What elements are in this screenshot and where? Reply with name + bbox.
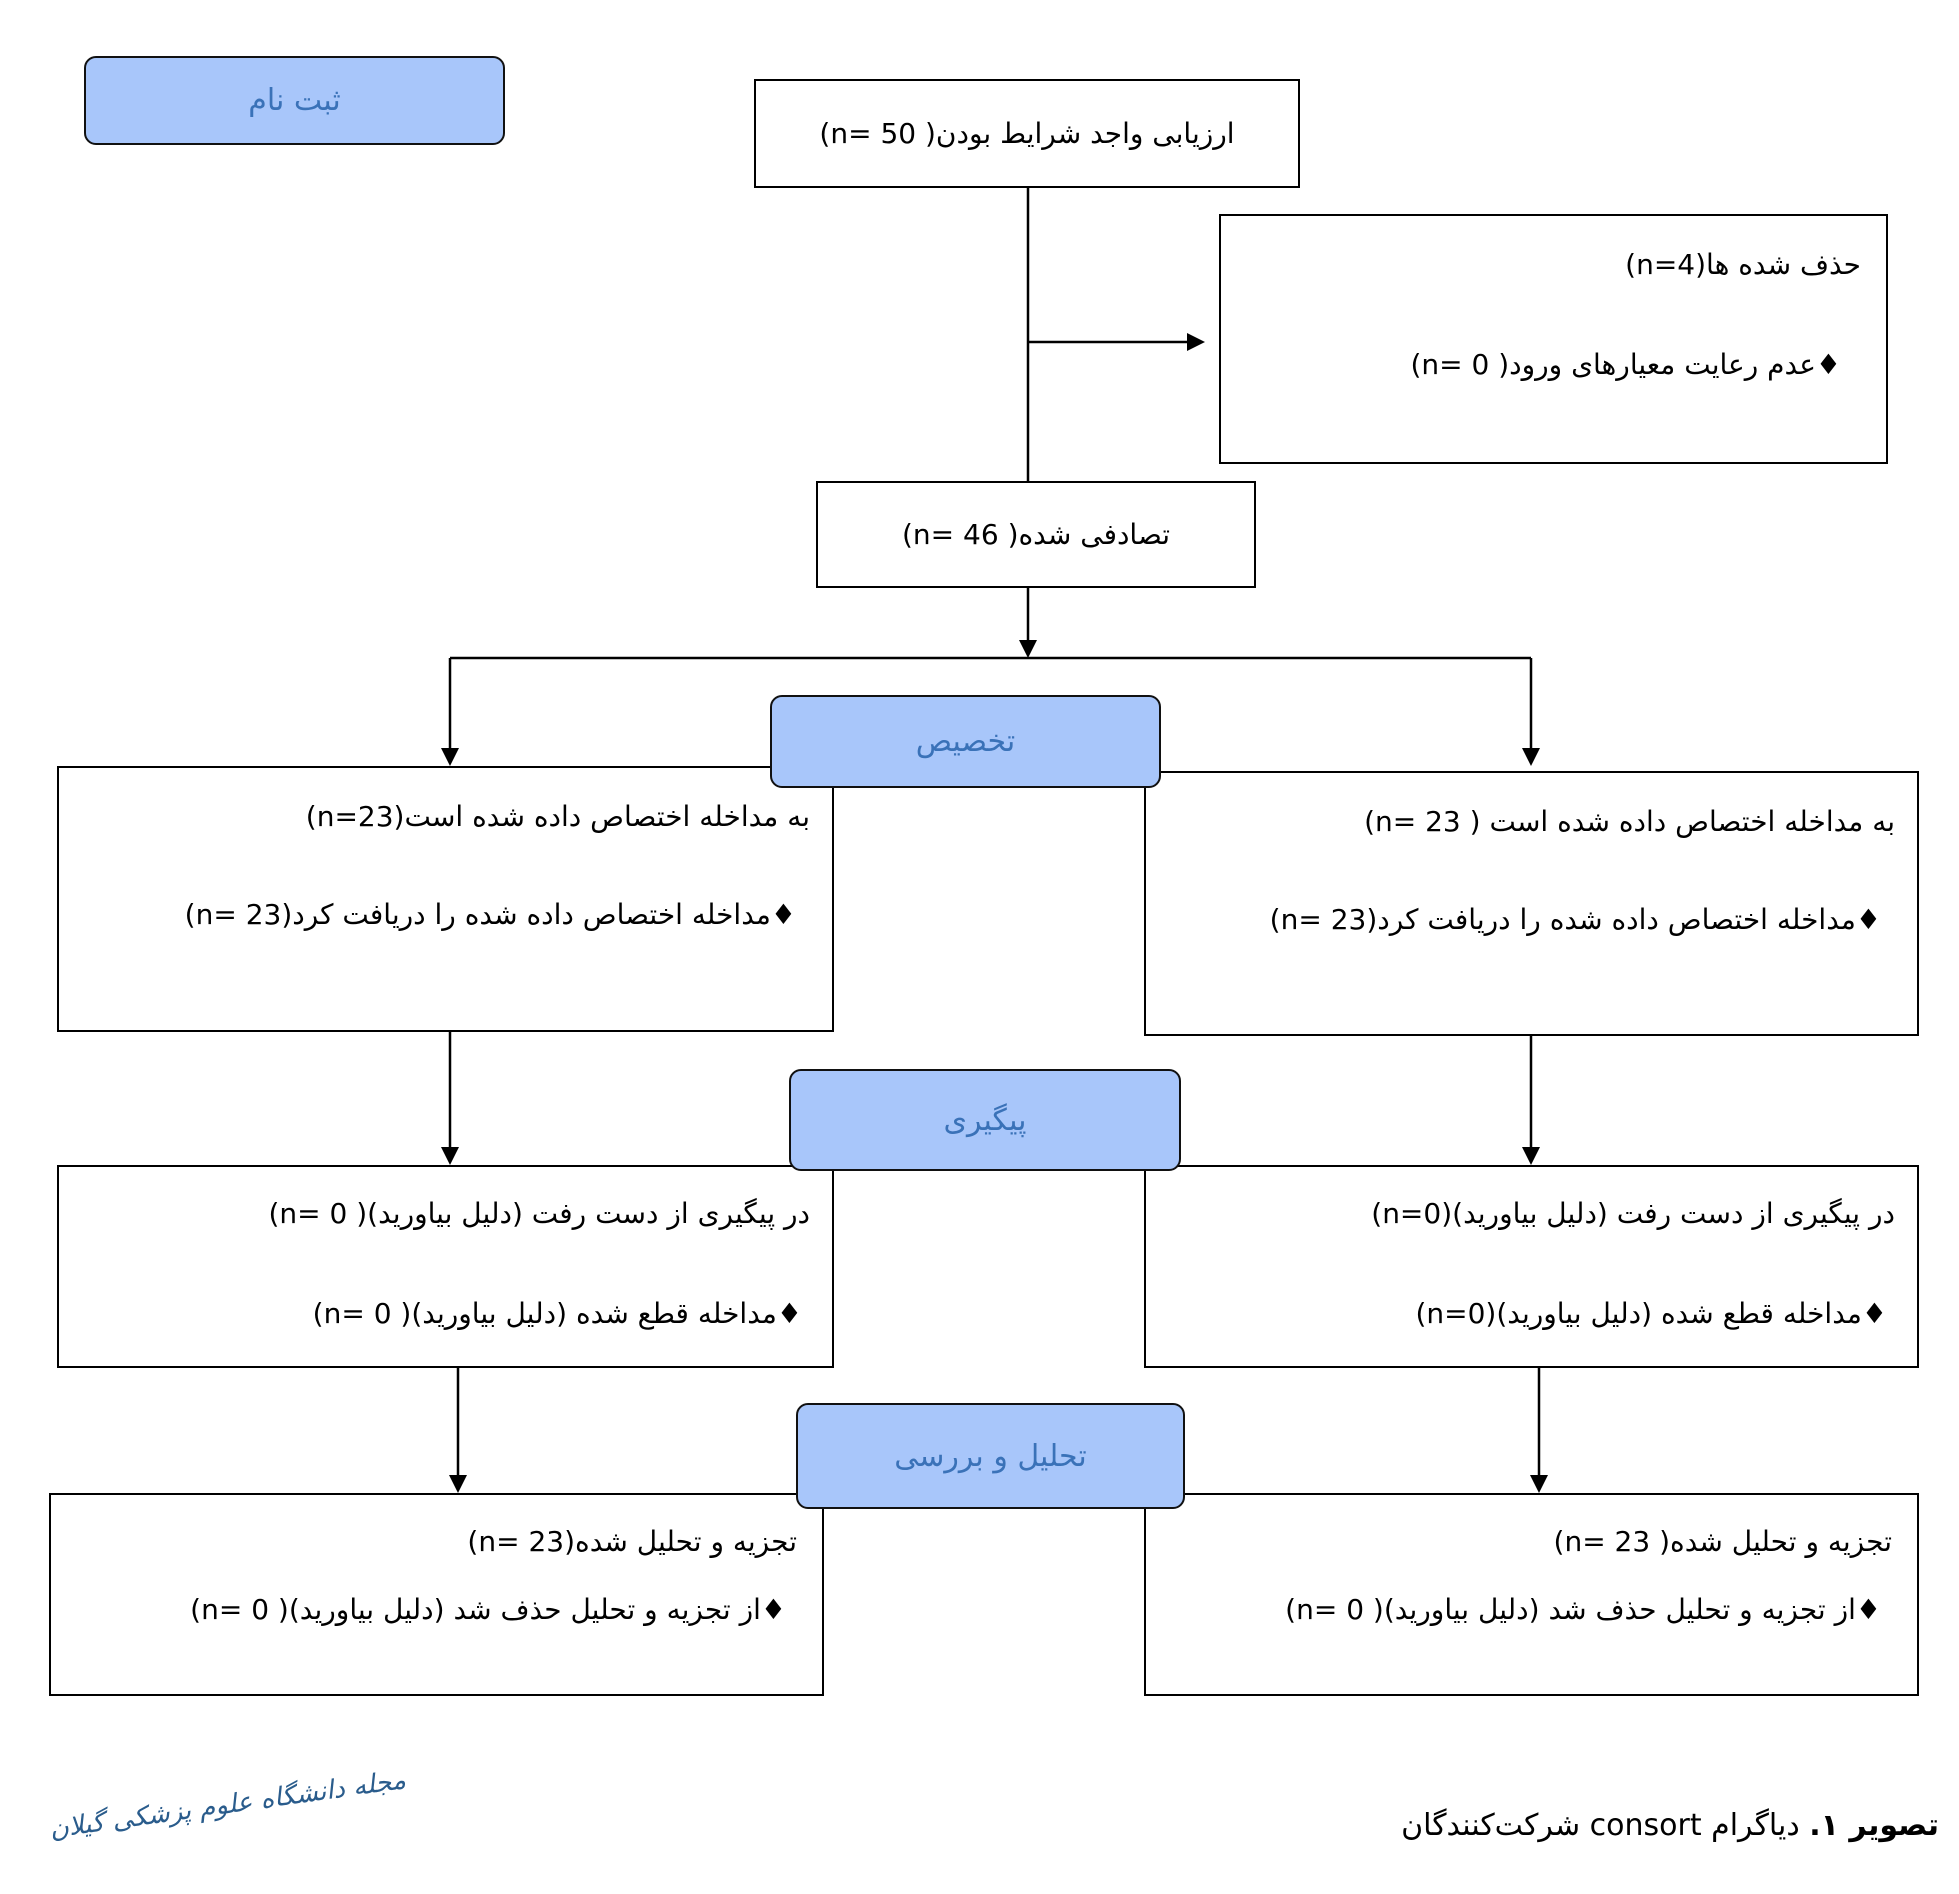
arrowhead bbox=[1522, 1147, 1540, 1165]
figure-caption: تصویر ۱. دیاگرام consort شرکت‌کنندگان bbox=[1401, 1808, 1939, 1843]
left-analysis-box: تجزیه و تحلیل شده(n= 23) ♦از تجزیه و تحل… bbox=[49, 1493, 824, 1696]
excluded-box: حذف شده ها(n=4) ♦عدم رعایت معیارهای ورود… bbox=[1219, 214, 1888, 464]
stage-analysis: تحلیل و بررسی bbox=[796, 1403, 1185, 1509]
left-analysis-title: تجزیه و تحلیل شده(n= 23) bbox=[467, 1525, 797, 1558]
left-allocation-box: به مداخله اختصاص داده شده است(n=23) ♦مدا… bbox=[57, 766, 834, 1032]
randomized-box: تصادفی شده( n= 46) bbox=[816, 481, 1256, 588]
arrowhead bbox=[1522, 748, 1540, 766]
right-analysis-title: تجزیه و تحلیل شده( n= 23) bbox=[1553, 1525, 1892, 1558]
excluded-title: حذف شده ها(n=4) bbox=[1625, 248, 1861, 281]
arrowhead bbox=[441, 1147, 459, 1165]
arrowhead bbox=[449, 1475, 467, 1493]
right-analysis-box: تجزیه و تحلیل شده( n= 23) ♦از تجزیه و تح… bbox=[1144, 1493, 1919, 1696]
right-allocation-box: به مداخله اختصاص داده شده است ( n= 23) ♦… bbox=[1144, 771, 1919, 1036]
stage-allocation: تخصیص bbox=[770, 695, 1161, 788]
arrowhead bbox=[441, 748, 459, 766]
stage-enrollment: ثبت نام bbox=[84, 56, 505, 145]
caption-text: دیاگرام consort شرکت‌کنندگان bbox=[1401, 1808, 1810, 1843]
left-allocation-item: ♦مداخله اختصاص داده شده را دریافت کرد(n=… bbox=[184, 898, 796, 931]
eligibility-text: ارزیابی واجد شرایط بودن( n= 50) bbox=[819, 117, 1235, 150]
caption-label: تصویر ۱. bbox=[1809, 1808, 1939, 1843]
right-followup-box: در پیگیری از دست رفت (دلیل بیاورید)(n=0)… bbox=[1144, 1165, 1919, 1368]
eligibility-box: ارزیابی واجد شرایط بودن( n= 50) bbox=[754, 79, 1300, 188]
right-followup-title: در پیگیری از دست رفت (دلیل بیاورید)(n=0) bbox=[1371, 1197, 1895, 1230]
arrowhead bbox=[1019, 640, 1037, 658]
left-followup-box: در پیگیری از دست رفت (دلیل بیاورید)( n= … bbox=[57, 1165, 834, 1368]
right-allocation-item: ♦مداخله اختصاص داده شده را دریافت کرد(n=… bbox=[1269, 903, 1881, 936]
left-followup-item: ♦مداخله قطع شده (دلیل بیاورید)( n= 0) bbox=[312, 1297, 802, 1330]
randomized-text: تصادفی شده( n= 46) bbox=[901, 518, 1171, 551]
stage-follow-up: پیگیری bbox=[789, 1069, 1181, 1171]
right-analysis-item: ♦از تجزیه و تحلیل حذف شد (دلیل بیاورید)(… bbox=[1285, 1593, 1881, 1626]
left-followup-title: در پیگیری از دست رفت (دلیل بیاورید)( n= … bbox=[268, 1197, 810, 1230]
left-analysis-item: ♦از تجزیه و تحلیل حذف شد (دلیل بیاورید)(… bbox=[190, 1593, 786, 1626]
arrowhead bbox=[1187, 333, 1205, 351]
right-allocation-title: به مداخله اختصاص داده شده است ( n= 23) bbox=[1364, 805, 1895, 838]
excluded-item: ♦عدم رعایت معیارهای ورود( n= 0) bbox=[1410, 348, 1841, 381]
arrowhead bbox=[1530, 1475, 1548, 1493]
right-followup-item: ♦مداخله قطع شده (دلیل بیاورید)(n=0) bbox=[1415, 1297, 1887, 1330]
left-allocation-title: به مداخله اختصاص داده شده است(n=23) bbox=[305, 800, 810, 833]
